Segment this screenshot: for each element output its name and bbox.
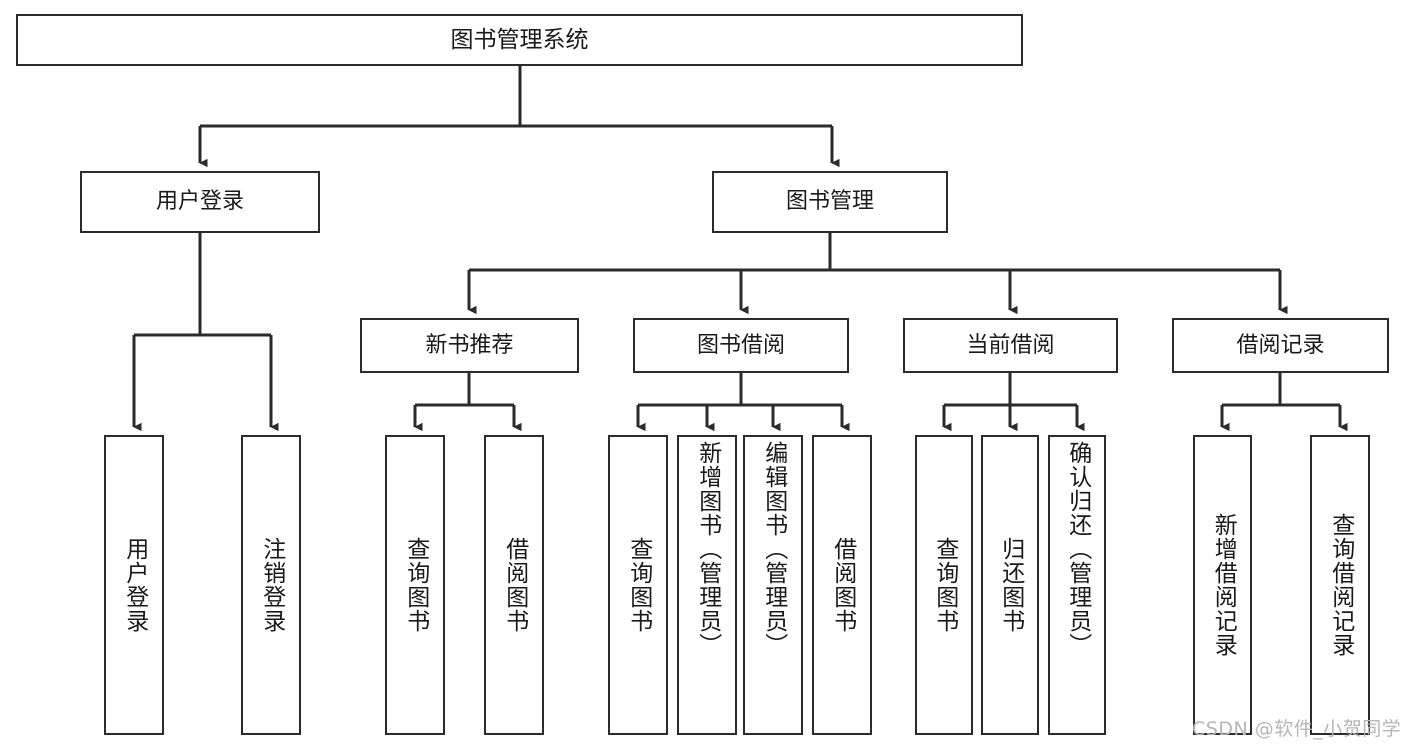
leaf-query-book-current-label: 查询图书 <box>931 537 958 633</box>
leaf-query-book-recommend[interactable]: 查询图书 <box>385 435 445 735</box>
leaf-query-book-recommend-label: 查询图书 <box>402 537 429 633</box>
leaf-add-borrow-record-label: 新增借阅记录 <box>1210 513 1237 657</box>
leaf-return-book[interactable]: 归还图书 <box>981 435 1039 735</box>
node-book-management[interactable]: 图书管理 <box>712 171 948 233</box>
node-current-borrow[interactable]: 当前借阅 <box>903 318 1118 373</box>
leaf-query-book-borrow-label: 查询图书 <box>625 537 652 633</box>
leaf-borrow-book-recommend[interactable]: 借阅图书 <box>484 435 544 735</box>
leaf-query-book-borrow[interactable]: 查询图书 <box>608 435 668 735</box>
leaf-add-book-admin[interactable]: 新增图书（管理员） <box>677 435 737 735</box>
node-new-book-recommend-label: 新书推荐 <box>425 332 514 358</box>
leaf-borrow-book-recommend-label: 借阅图书 <box>501 537 528 633</box>
node-borrow-record-label: 借阅记录 <box>1236 332 1325 358</box>
leaf-logout[interactable]: 注销登录 <box>241 435 301 735</box>
leaf-edit-book-admin-label: 编辑图书（管理员） <box>760 441 787 657</box>
node-user-login[interactable]: 用户登录 <box>80 171 320 233</box>
node-user-login-label: 用户登录 <box>155 189 244 215</box>
leaf-query-book-current[interactable]: 查询图书 <box>915 435 973 735</box>
leaf-return-book-label: 归还图书 <box>997 537 1024 633</box>
leaf-edit-book-admin[interactable]: 编辑图书（管理员） <box>743 435 803 735</box>
leaf-confirm-return-admin-label: 确认归还（管理员） <box>1064 441 1091 657</box>
leaf-confirm-return-admin[interactable]: 确认归还（管理员） <box>1048 435 1106 735</box>
leaf-user-login[interactable]: 用户登录 <box>104 435 164 735</box>
node-book-borrow[interactable]: 图书借阅 <box>633 318 849 373</box>
node-new-book-recommend[interactable]: 新书推荐 <box>360 318 579 373</box>
leaf-borrow-book-label: 借阅图书 <box>829 537 856 633</box>
leaf-add-borrow-record[interactable]: 新增借阅记录 <box>1193 435 1252 735</box>
node-book-borrow-label: 图书借阅 <box>696 332 785 358</box>
leaf-user-login-label: 用户登录 <box>121 537 148 633</box>
node-root-label: 图书管理系统 <box>450 26 589 53</box>
node-borrow-record[interactable]: 借阅记录 <box>1172 318 1389 373</box>
leaf-add-book-admin-label: 新增图书（管理员） <box>694 441 721 657</box>
leaf-query-borrow-record[interactable]: 查询借阅记录 <box>1310 435 1370 735</box>
node-current-borrow-label: 当前借阅 <box>966 332 1055 358</box>
node-root[interactable]: 图书管理系统 <box>16 14 1023 66</box>
node-book-management-label: 图书管理 <box>785 189 874 215</box>
leaf-borrow-book[interactable]: 借阅图书 <box>812 435 872 735</box>
leaf-logout-label: 注销登录 <box>258 537 285 633</box>
leaf-query-borrow-record-label: 查询借阅记录 <box>1327 513 1354 657</box>
